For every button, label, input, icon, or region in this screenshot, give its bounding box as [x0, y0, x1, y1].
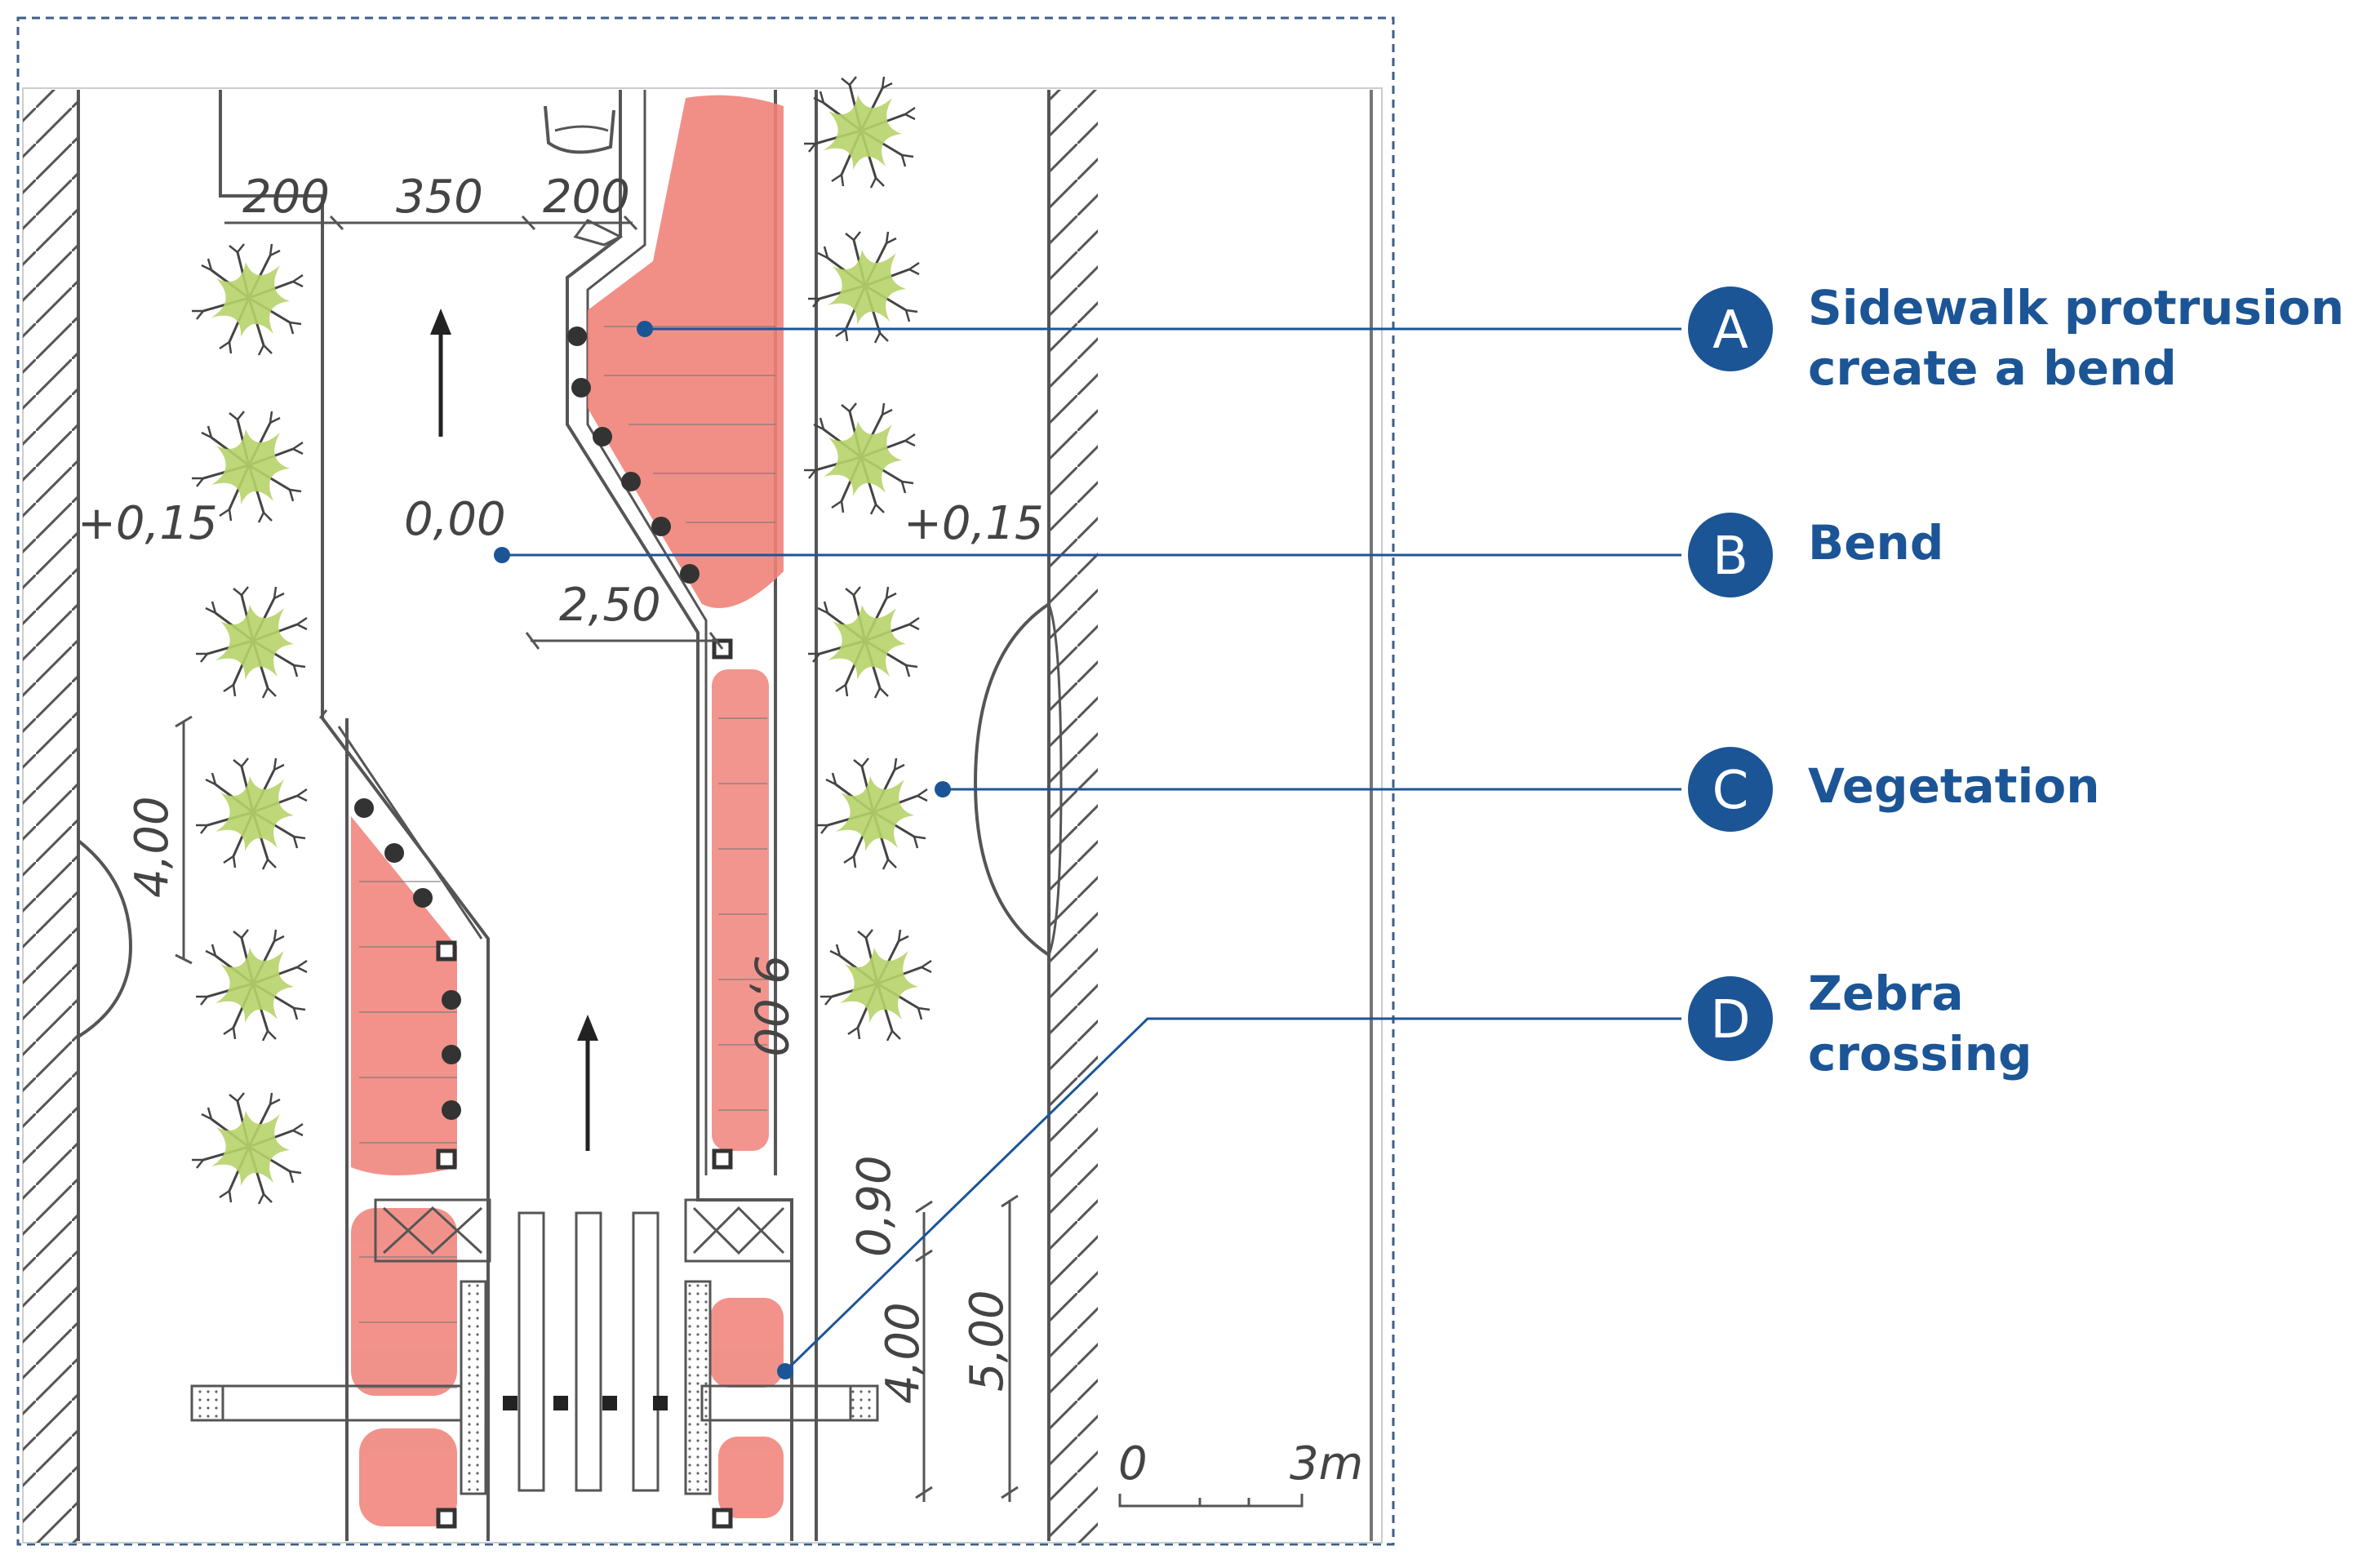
crossing-markers [503, 1396, 668, 1410]
dim-width-top-mid: 350 [396, 171, 483, 224]
callout-label-a: Sidewalk protrusion to create a bend [1808, 278, 2354, 398]
crossing-grates [374, 1198, 793, 1263]
callout-c-line-1: Vegetation [1808, 758, 2100, 814]
posts [436, 638, 733, 1529]
callout-b-line-1: Bend [1808, 515, 1944, 571]
crossing-cross-walk [190, 1280, 879, 1495]
dim-level-center: 0,00 [404, 493, 506, 546]
callout-label-b: Bend [1808, 513, 1943, 573]
dim-bend-offset: 2,50 [559, 579, 661, 632]
dim-level-right: +0,15 [904, 497, 1044, 550]
car-icon [544, 105, 624, 247]
callout-label-d: Zebra crossing [1808, 963, 2032, 1084]
svg-text:D: D [1710, 990, 1750, 1051]
svg-text:A: A [1712, 300, 1748, 361]
dim-width-top-left: 200 [242, 171, 330, 224]
paving-right-crossing [710, 1298, 784, 1518]
svg-text:B: B [1712, 526, 1748, 587]
dimension-lines [175, 215, 1304, 1508]
paving-left-protrusion [351, 816, 457, 1526]
direction-arrow-upper [430, 309, 451, 437]
callout-marker-b: B [1688, 513, 1773, 597]
dim-left-protrusion: 4,00 [126, 796, 179, 898]
dim-crossing-total: 5,00 [961, 1290, 1014, 1392]
left-building-facade [23, 90, 78, 1543]
bollards-left [354, 798, 461, 1120]
figure-frame [16, 16, 1395, 1546]
dim-width-top-right: 200 [543, 171, 630, 224]
left-sidewalk-edge [219, 90, 490, 1541]
callout-marker-a: A [1688, 287, 1773, 371]
dim-right-strip: 9,00 [744, 955, 797, 1057]
callout-label-c: Vegetation [1808, 756, 2100, 816]
right-building-facade [1049, 90, 1098, 1543]
callout-d-line-2: crossing [1808, 1026, 2032, 1082]
callout-leaders [502, 327, 1681, 1373]
callout-a-line-1: Sidewalk protrusion to [1808, 280, 2354, 335]
callout-marker-c: C [1688, 747, 1773, 832]
dim-crossing-length: 4,00 [877, 1302, 930, 1404]
scale-bar-end: 3m [1290, 1437, 1363, 1490]
dim-crossing-gap: 0,90 [848, 1155, 901, 1257]
callout-anchor-dots [494, 321, 951, 1379]
paving-right-strip [712, 669, 769, 1151]
callout-marker-d: D [1688, 976, 1773, 1061]
dim-level-left: +0,15 [78, 497, 218, 550]
scale-bar-start: 0 [1118, 1437, 1148, 1490]
zebra-crossing [517, 1211, 660, 1492]
callout-d-line-1: Zebra [1808, 966, 1964, 1021]
callout-a-line-2: create a bend [1808, 340, 2177, 396]
direction-arrow-lower [577, 1015, 598, 1151]
svg-text:C: C [1712, 761, 1749, 821]
facade-bulge [973, 602, 1050, 957]
bollards-right [567, 326, 700, 584]
